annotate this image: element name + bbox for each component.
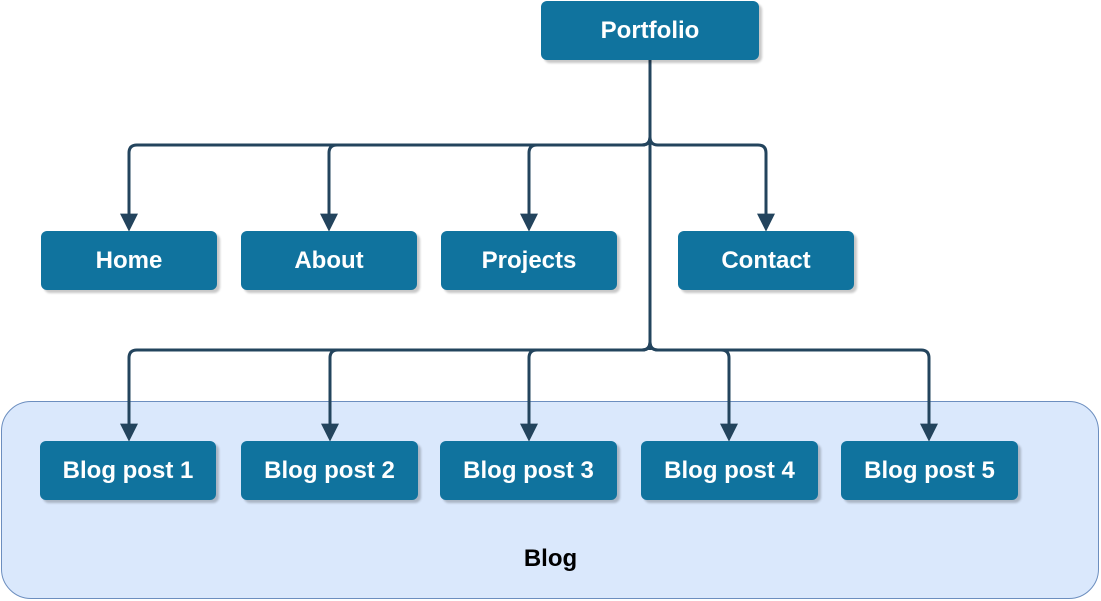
node-blog-post-4[interactable]: Blog post 4 (641, 441, 818, 500)
node-blog-post-3[interactable]: Blog post 3 (440, 441, 617, 500)
node-blog-post-2[interactable]: Blog post 2 (241, 441, 418, 500)
blog-group-container (1, 401, 1099, 599)
connector-blog-post-1 (120, 341, 652, 442)
node-home[interactable]: Home (41, 231, 217, 290)
node-blog-post-5[interactable]: Blog post 5 (841, 441, 1018, 500)
connector-contact (648, 136, 775, 232)
connector-blog-post-2 (321, 341, 652, 442)
connector-about (320, 136, 652, 232)
node-blog-post-1[interactable]: Blog post 1 (40, 441, 216, 500)
node-portfolio[interactable]: Portfolio (541, 1, 759, 60)
connector-blog-post-4 (648, 341, 738, 442)
connector-home (120, 136, 652, 232)
node-projects[interactable]: Projects (441, 231, 617, 290)
node-about[interactable]: About (241, 231, 417, 290)
blog-group-label: Blog (523, 545, 578, 572)
connector-blog-post-5 (648, 341, 938, 442)
connector-blog-post-3 (520, 341, 652, 442)
node-contact[interactable]: Contact (678, 231, 854, 290)
connector-projects (520, 136, 652, 232)
